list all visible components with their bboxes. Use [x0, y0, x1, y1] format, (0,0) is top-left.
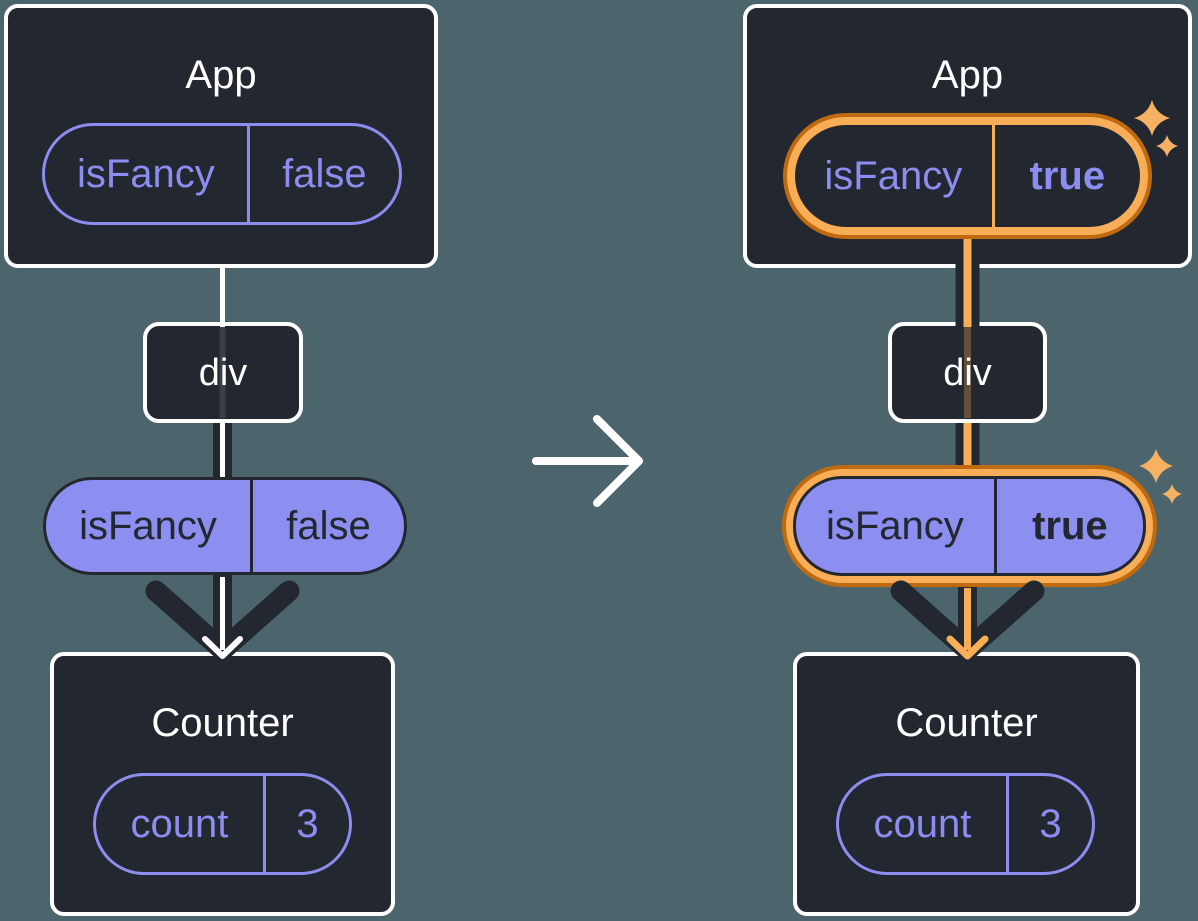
div-node-card-before	[143, 322, 303, 423]
arrow-down-icon	[890, 580, 1045, 661]
prop-pill-isfancy-after-highlight: isFancy true	[782, 465, 1157, 587]
counter-component-card-before	[50, 652, 395, 916]
sparkle-icon	[1162, 484, 1182, 504]
app-title-before: App	[185, 53, 257, 97]
state-pill-isfancy-app-after: isFancy true	[795, 125, 1140, 227]
state-value: true	[991, 125, 1140, 227]
state-pill-count-before: count 3	[93, 773, 352, 875]
counter-title-before: Counter	[151, 701, 294, 745]
state-pill-isfancy-app-after-highlight: isFancy true	[783, 113, 1152, 239]
state-pill-isfancy-app-before: isFancy false	[42, 123, 402, 225]
state-name: isFancy	[76, 151, 215, 196]
app-title-after: App	[931, 53, 1004, 97]
state-value: 3	[262, 776, 349, 872]
transition-arrow-icon	[532, 415, 643, 507]
div-node-card-after	[888, 322, 1047, 423]
state-value: 3	[1005, 776, 1092, 872]
prop-name: isFancy	[825, 503, 964, 548]
state-name: count	[130, 801, 229, 846]
div-label-after: div	[943, 351, 992, 394]
sparkle-icon	[1139, 449, 1173, 483]
prop-pill-isfancy-after: isFancy true	[793, 476, 1146, 576]
prop-pill-isfancy-before: isFancy false	[43, 477, 407, 575]
state-name: isFancy	[824, 153, 963, 198]
prop-value: true	[993, 479, 1143, 573]
arrow-down-icon	[145, 577, 300, 661]
prop-name: isFancy	[79, 503, 217, 548]
state-name: count	[873, 801, 972, 846]
prop-value: false	[250, 480, 404, 572]
state-pill-count-after: count 3	[836, 773, 1095, 875]
state-value: false	[246, 126, 399, 222]
div-label-before: div	[198, 351, 248, 394]
counter-title-after: Counter	[895, 701, 1038, 745]
